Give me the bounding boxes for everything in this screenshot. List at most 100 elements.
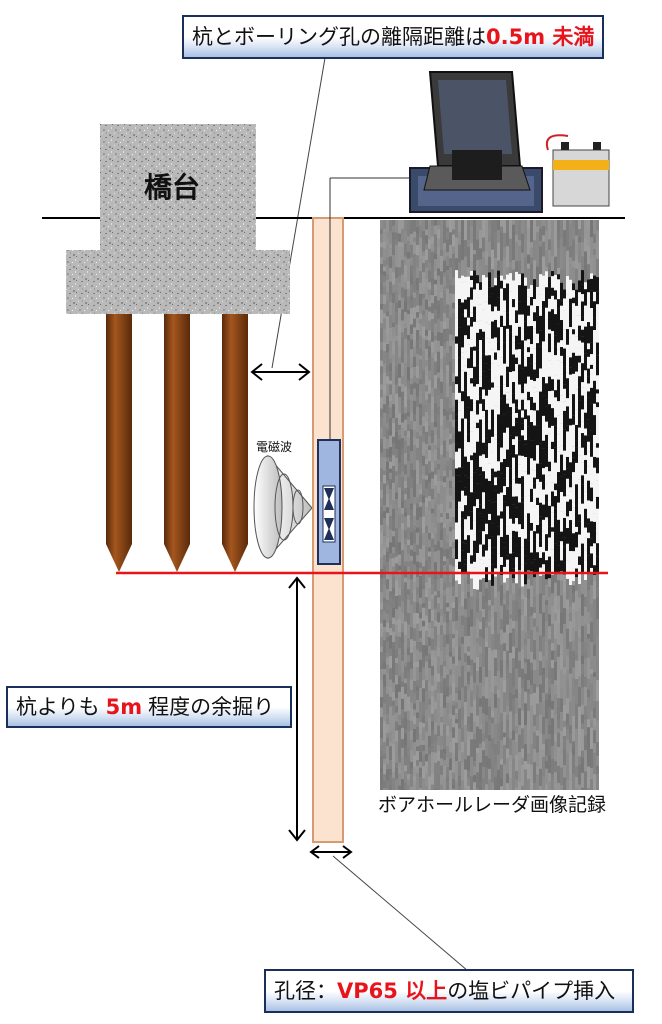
radar-texture-cell [422, 393, 425, 406]
radar-texture-cell [407, 687, 410, 697]
radar-texture-cell [533, 420, 536, 426]
radar-texture-cell [398, 357, 401, 364]
radar-texture-cell [563, 517, 566, 538]
radar-texture-cell [383, 220, 386, 229]
radar-texture-cell [503, 257, 506, 280]
radar-texture-cell [482, 331, 485, 339]
radar-texture-cell [503, 458, 506, 469]
radar-texture-cell [425, 702, 428, 710]
radar-texture-cell [593, 301, 596, 318]
radar-texture-cell [437, 504, 440, 511]
radar-texture-cell [443, 590, 446, 596]
radar-texture-cell [467, 635, 470, 647]
radar-texture-cell [434, 636, 437, 647]
radar-texture-cell [506, 706, 509, 715]
radar-texture-cell [401, 454, 404, 468]
radar-texture-cell [506, 246, 509, 263]
radar-texture-cell [548, 578, 551, 587]
radar-texture-cell [572, 650, 575, 668]
radar-texture-cell [431, 366, 434, 379]
radar-texture-cell [428, 320, 431, 331]
radar-texture-cell [422, 362, 425, 371]
radar-texture-cell [554, 680, 557, 685]
radar-texture-cell [413, 571, 416, 583]
radar-texture-cell [413, 307, 416, 319]
radar-texture-cell [524, 419, 527, 441]
radar-texture-cell [386, 647, 389, 653]
radar-texture-cell [452, 442, 455, 452]
radar-texture-cell [416, 323, 419, 331]
radar-texture-cell [401, 265, 404, 275]
radar-texture-cell [422, 263, 425, 273]
radar-texture-cell [464, 326, 467, 336]
radar-texture-cell [485, 277, 488, 294]
radar-texture-cell [521, 668, 524, 680]
radar-texture-cell [557, 308, 560, 325]
radar-texture-cell [524, 409, 527, 420]
radar-texture-cell [380, 664, 383, 670]
radar-texture-cell [479, 747, 482, 763]
radar-texture-cell [542, 415, 545, 426]
radar-texture-cell [458, 775, 461, 787]
radar-texture-cell [497, 310, 500, 328]
radar-texture-cell [515, 531, 518, 546]
radar-texture-cell [518, 692, 521, 700]
radar-texture-cell [590, 308, 593, 327]
radar-texture-cell [539, 768, 542, 787]
radar-texture-cell [404, 508, 407, 513]
radar-texture-cell [470, 411, 473, 432]
radar-texture-cell [470, 492, 473, 512]
radar-texture-cell [404, 407, 407, 414]
radar-texture-cell [410, 257, 413, 266]
radar-texture-cell [572, 297, 575, 304]
radar-texture-cell [422, 727, 425, 741]
radar-texture-cell [467, 571, 470, 585]
radar-texture-cell [533, 483, 536, 489]
radar-texture-cell [560, 541, 563, 561]
radar-texture-cell [566, 313, 569, 330]
radar-texture-cell [479, 621, 482, 630]
radar-texture-cell [521, 340, 524, 351]
radar-texture-cell [431, 558, 434, 572]
radar-texture-cell [410, 378, 413, 385]
radar-texture-cell [425, 731, 428, 745]
radar-texture-cell [476, 772, 479, 789]
radar-texture-cell [542, 612, 545, 626]
radar-texture-cell [404, 544, 407, 552]
radar-texture-cell [404, 494, 407, 500]
radar-texture-cell [434, 467, 437, 475]
radar-texture-cell [548, 678, 551, 689]
radar-texture-cell [383, 669, 386, 675]
radar-texture-cell [548, 333, 551, 347]
radar-texture-cell [479, 259, 482, 266]
radar-texture-cell [416, 353, 419, 366]
radar-texture-cell [524, 725, 527, 745]
radar-texture-cell [527, 693, 530, 712]
radar-texture-cell [413, 457, 416, 470]
radar-texture-cell [551, 255, 554, 272]
radar-texture-cell [557, 428, 560, 435]
radar-texture-cell [482, 733, 485, 742]
radar-texture-cell [491, 650, 494, 672]
radar-texture-cell [395, 669, 398, 676]
radar-texture-cell [422, 502, 425, 517]
radar-texture-cell [389, 687, 392, 697]
radar-texture-cell [476, 552, 479, 570]
radar-texture-cell [572, 415, 575, 425]
radar-texture-cell [503, 744, 506, 765]
radar-texture-cell [575, 254, 578, 260]
radar-texture-cell [473, 739, 476, 762]
radar-texture-cell [407, 296, 410, 305]
radar-texture-cell [470, 731, 473, 740]
radar-texture-cell [434, 253, 437, 260]
radar-texture-cell [548, 586, 551, 597]
radar-texture-cell [497, 230, 500, 243]
radar-texture-cell [467, 477, 470, 497]
radar-texture-cell [434, 435, 437, 446]
radar-texture-cell [536, 687, 539, 704]
radar-texture-cell [422, 326, 425, 339]
radar-texture-cell [473, 254, 476, 271]
radar-texture-cell [407, 367, 410, 381]
radar-texture-cell [530, 662, 533, 670]
radar-texture-cell [509, 332, 512, 343]
